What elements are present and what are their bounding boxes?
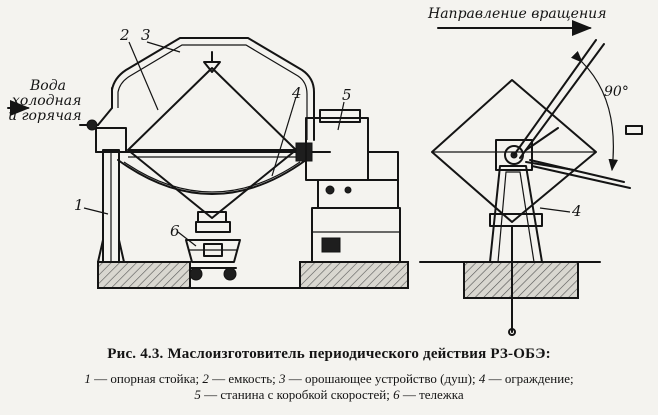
caption-title: Рис. 4.3. Маслоизготовитель периодическо… <box>107 346 551 362</box>
legend-line-2: 5 — станина с коробкой скоростей; 6 — те… <box>0 387 658 403</box>
water-label-line1: Вода <box>29 78 66 94</box>
legend-text-4: — ограждение; <box>485 371 574 386</box>
guard <box>117 159 307 195</box>
foundation-right <box>299 261 409 289</box>
part-label-4-front: 4 <box>571 202 582 220</box>
vessel-front <box>431 79 597 223</box>
part-label-4: 4 <box>291 84 302 102</box>
support-column <box>95 127 127 263</box>
leader-line-front <box>539 207 571 213</box>
frame-with-gearbox <box>305 109 401 263</box>
legend-num-1: 1 <box>84 371 91 386</box>
legend-text-6: — тележка <box>399 387 464 402</box>
shaft-coupling <box>295 142 313 162</box>
legend-num-2: 2 <box>202 371 209 386</box>
foundation-front <box>463 261 579 299</box>
cart <box>185 221 241 281</box>
foundation-left <box>97 261 191 289</box>
rotation-direction-label: Направление вращения <box>427 6 606 22</box>
figure-caption: Рис. 4.3. Маслоизготовитель периодическо… <box>0 346 658 403</box>
frame-front <box>489 139 543 336</box>
vessel <box>127 67 297 223</box>
leader-lines-side <box>83 41 345 247</box>
water-label-line3: и горячая <box>8 108 82 124</box>
front-view <box>419 20 643 336</box>
part-label-6: 6 <box>170 222 180 240</box>
legend-num-5: 5 <box>194 387 201 402</box>
legend-text-3: — орошающее устройство (душ); <box>285 371 479 386</box>
legend-line-1: 1 — опорная стойка; 2 — емкость; 3 — оро… <box>0 371 658 387</box>
legend-num-3: 3 <box>279 371 286 386</box>
legend-text-2: — емкость; <box>208 371 280 386</box>
side-view <box>79 37 409 289</box>
spray-device-arch <box>111 37 315 141</box>
angle-arc <box>570 50 618 172</box>
legend-text-1: — опорная стойка; <box>90 371 203 386</box>
legend-num-6: 6 <box>393 387 400 402</box>
legend-num-4: 4 <box>478 371 486 386</box>
part-label-5: 5 <box>342 86 352 104</box>
water-label-line2: холодная <box>12 93 81 109</box>
legend-text-5: — станина с коробкой скоростей; <box>200 387 394 402</box>
part-label-1: 1 <box>74 196 84 214</box>
part-label-2: 2 <box>119 26 130 44</box>
angle-label: 90° <box>604 84 629 100</box>
part-label-3: 3 <box>141 26 151 44</box>
water-inlet <box>79 87 113 131</box>
butter-churn-drawing: Вода холодная и горячая Направление вращ… <box>7 6 643 336</box>
